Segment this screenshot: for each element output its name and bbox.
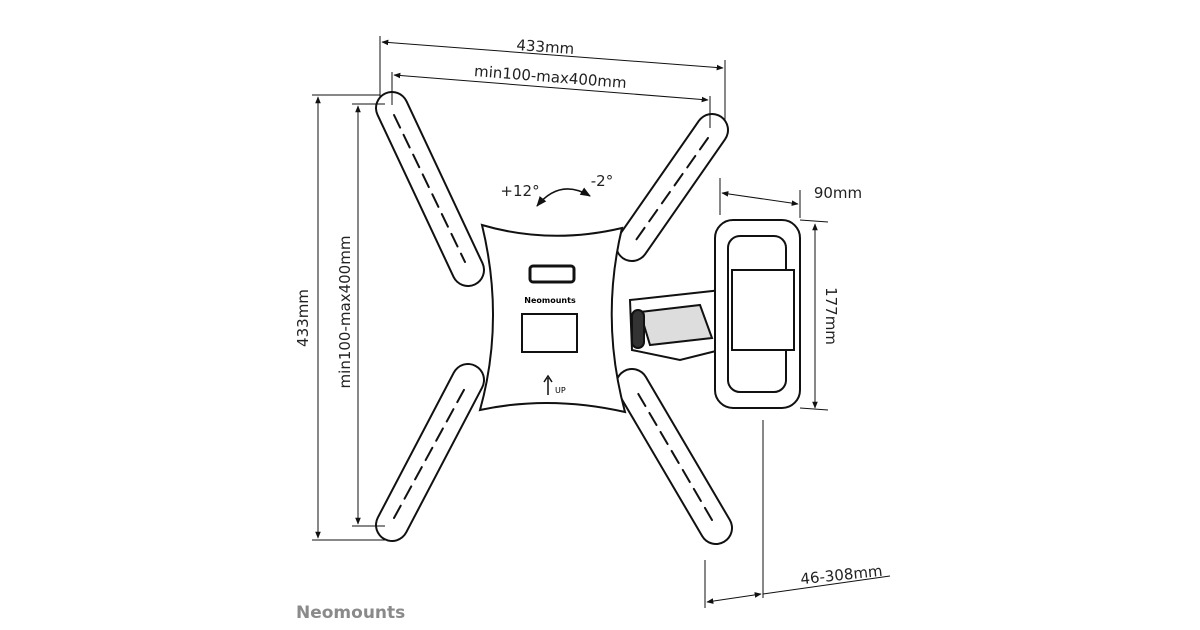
up-arrow-icon: [543, 374, 553, 395]
tilt-up-label: +12°: [500, 182, 539, 200]
dim-vesa-height: min100-max400mm: [336, 236, 354, 389]
dim-wall-plate-width: 90mm: [814, 184, 862, 202]
wall-plate: [714, 219, 801, 409]
tilt-down-label: -2°: [591, 172, 613, 190]
dim-total-width: 433mm: [516, 36, 575, 58]
dim-wall-plate-height: 177mm: [822, 287, 840, 345]
dimension-lines: [312, 36, 891, 608]
plate-label-area: [521, 313, 578, 353]
handle-slot: [528, 264, 576, 284]
plate-up-label: UP: [555, 386, 566, 395]
dim-total-height: 433mm: [294, 289, 312, 347]
dim-wall-distance: 46-308mm: [800, 562, 884, 589]
tilt-arrow-icon: [536, 187, 591, 207]
brand-logo: Neomounts: [296, 603, 405, 623]
vesa-arms: [375, 91, 733, 545]
center-plate: [478, 223, 627, 414]
plate-brand-label: Neomounts: [524, 296, 576, 305]
